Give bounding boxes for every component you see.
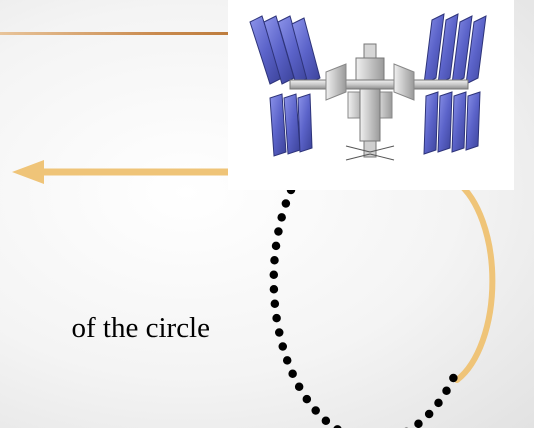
orbit-caption: of the circle (0, 310, 210, 346)
orbit-arc-solid (457, 182, 492, 380)
orbit-arc-dotted (274, 190, 457, 428)
velocity-arrow (12, 160, 245, 184)
space-station-image (228, 0, 514, 190)
main-truss (290, 80, 468, 89)
space-station-icon (228, 0, 514, 190)
central-module (360, 89, 380, 141)
left-arrow-icon (12, 160, 44, 184)
